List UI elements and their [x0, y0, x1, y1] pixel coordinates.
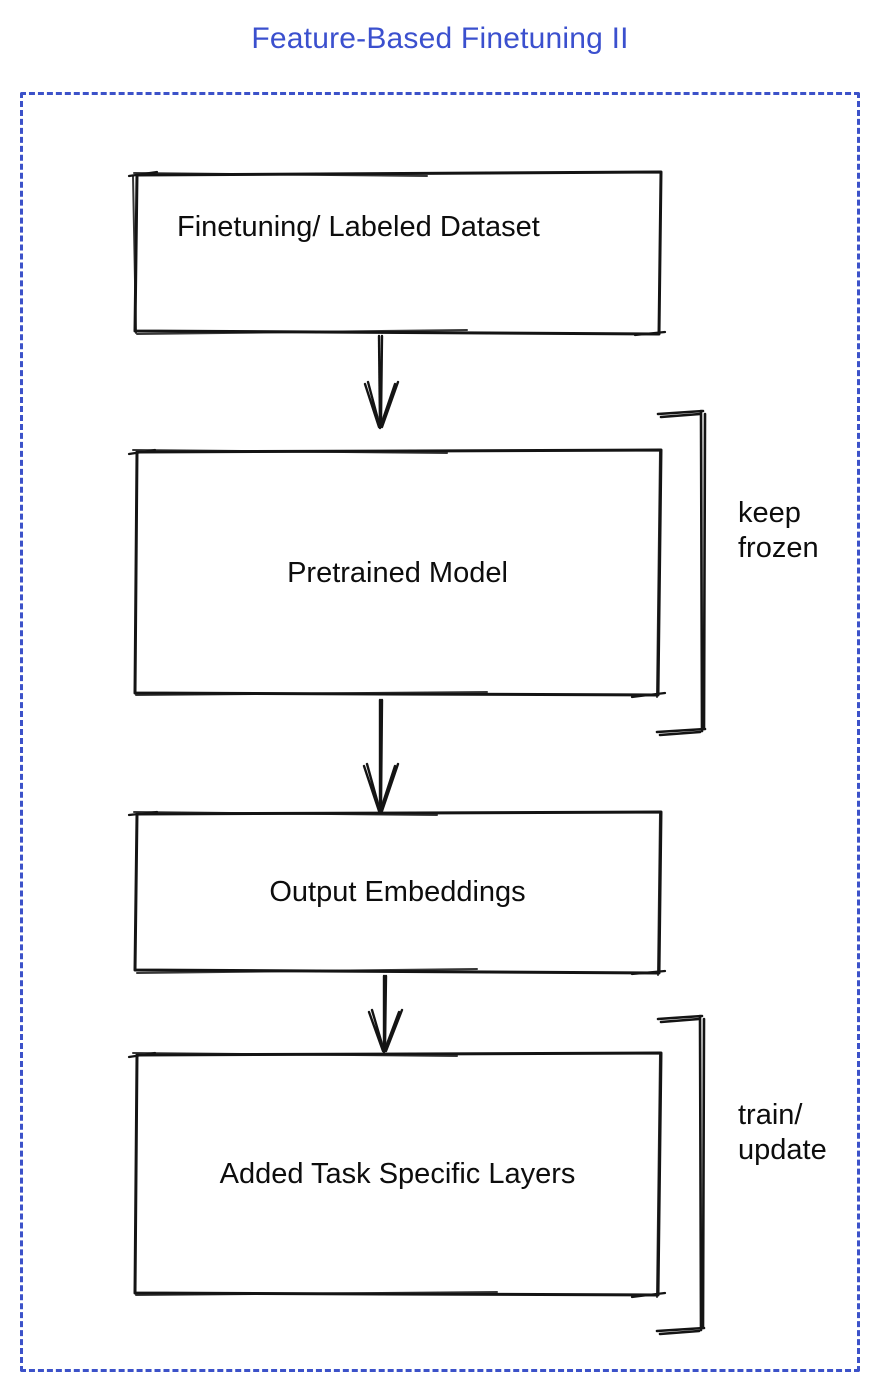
- flow-box-label: Pretrained Model: [287, 556, 508, 589]
- flow-box-label: Output Embeddings: [269, 876, 526, 908]
- diagram-dotted-border: [20, 92, 860, 1372]
- page-title: Feature-Based Finetuning II: [251, 22, 629, 55]
- keep-frozen-bracket: [655, 409, 707, 737]
- flow-box-output-embeddings: Output Embeddings: [127, 810, 667, 976]
- flow-box-finetuning-dataset: Finetuning/ Labeled Dataset: [127, 170, 667, 337]
- train-update-label: train/ update: [738, 1099, 827, 1166]
- box-sketch-border: [127, 170, 667, 337]
- flow-arrow-embeddings-to-layers: [367, 974, 404, 1054]
- box-sketch-border: [127, 1051, 667, 1299]
- flow-box-label: Finetuning/ Labeled Dataset: [177, 211, 540, 243]
- box-sketch-border: [127, 448, 667, 699]
- flow-arrow-dataset-to-model: [363, 334, 400, 430]
- keep-frozen-label: keep frozen: [738, 497, 819, 564]
- box-sketch-border: [127, 810, 667, 976]
- flow-box-label: Added Task Specific Layers: [219, 1158, 576, 1190]
- flow-box-pretrained-model: Pretrained Model: [127, 448, 667, 699]
- flow-box-added-task-specific-layers: Added Task Specific Layers: [127, 1051, 667, 1299]
- train-update-bracket: [655, 1014, 706, 1336]
- flow-arrow-model-to-embeddings: [362, 698, 400, 814]
